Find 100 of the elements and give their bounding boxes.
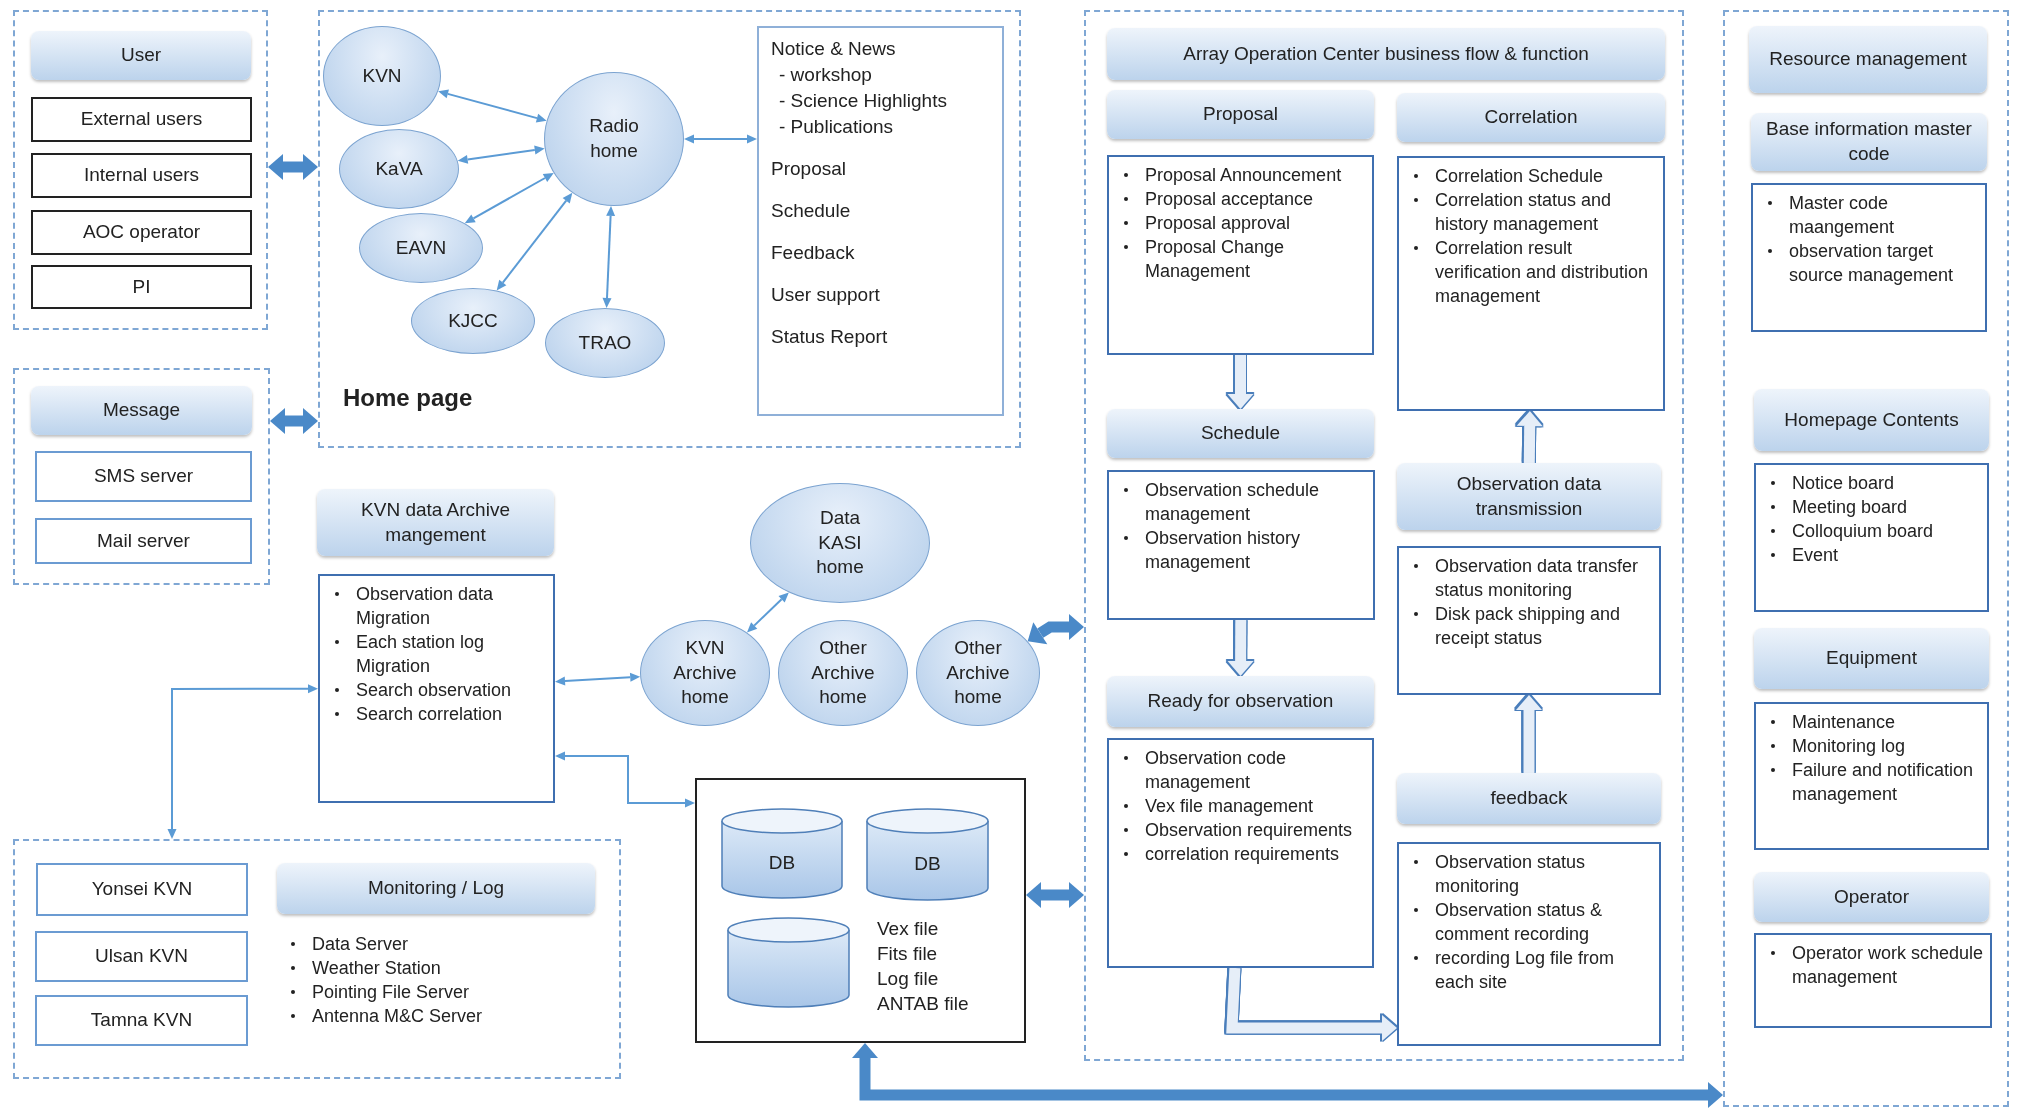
bullet-item: Failure and notification management	[1760, 758, 1981, 806]
dashed-group-box	[13, 368, 270, 585]
menu-item: Status Report	[771, 325, 889, 349]
menu-item: - workshop	[778, 63, 873, 87]
file-type-label: ANTAB file	[877, 992, 969, 1016]
header-label: Homepage Contents	[1784, 407, 1959, 432]
arrow	[438, 89, 547, 123]
list-box	[1397, 546, 1661, 695]
bullet-item: Proposal Change Management	[1113, 235, 1366, 283]
hollow-arrow	[1226, 967, 1397, 1041]
box-label: Tamna KVN	[90, 1008, 193, 1033]
ellipse-label: Data KASI home	[815, 505, 865, 580]
list-box	[1107, 155, 1374, 355]
header-label: Schedule	[1200, 421, 1281, 446]
bullet-item: Vex file management	[1113, 794, 1366, 818]
header-label: Monitoring / Log	[367, 876, 505, 901]
label-box	[35, 518, 252, 564]
section-header	[1107, 28, 1665, 80]
section-header	[1754, 628, 1989, 689]
header-label: Array Operation Center business flow & function	[1183, 41, 1589, 66]
menu-item: Proposal	[771, 157, 847, 181]
list-box	[1754, 463, 1989, 612]
label-box	[36, 863, 248, 916]
bullet-item: Notice board	[1760, 471, 1981, 495]
block-arrow	[268, 154, 318, 180]
bullet-item: Operator work schedule management	[1760, 941, 1984, 989]
file-type-label: Fits file	[877, 942, 939, 966]
database-cylinder	[866, 808, 989, 901]
list-box	[1754, 702, 1989, 850]
header-label: feedback	[1490, 786, 1568, 811]
list-box	[1107, 738, 1374, 968]
arrow	[555, 751, 695, 808]
ellipse-label: Other Archive home	[810, 635, 876, 710]
bullet-item: Observation history management	[1113, 526, 1367, 574]
bullet-item: observation target source management	[1757, 239, 1979, 287]
arrow	[747, 592, 789, 633]
list-box	[1754, 933, 1992, 1028]
list-box	[1107, 470, 1375, 620]
section-header	[1751, 113, 1987, 171]
bullet-item: Colloquium board	[1760, 519, 1981, 543]
header-label: Observation data transmission	[1455, 471, 1603, 521]
menu-item: User support	[771, 283, 881, 307]
group-title: Home page	[343, 384, 473, 412]
bullet-item: Correlation status and history management	[1403, 188, 1657, 236]
section-header	[1107, 409, 1374, 458]
dashed-group-box	[13, 839, 621, 1079]
menu-item: - Science Highlights	[778, 89, 948, 113]
storage-box	[695, 778, 1026, 1043]
header-label: User	[120, 43, 162, 68]
bullet-item: Observation data transfer status monitoring	[1403, 554, 1653, 602]
menu-item: - Publications	[778, 115, 895, 139]
dashed-group-box	[13, 10, 268, 330]
bullet-item: Observation data Migration	[324, 582, 547, 630]
bullet-item: Each station log Migration	[324, 630, 547, 678]
bullet-item: Observation status monitoring	[1403, 850, 1653, 898]
label-box	[31, 97, 252, 142]
arrow	[167, 684, 318, 839]
bullet-item: Antenna M&C Server	[280, 1004, 590, 1028]
section-header	[1107, 90, 1374, 139]
section-header	[31, 31, 251, 80]
bullet-item: recording Log file from each site	[1403, 946, 1653, 994]
box-label: Ulsan KVN	[95, 944, 188, 969]
database-cylinder	[721, 808, 843, 899]
box-label: PI	[132, 274, 151, 299]
bullet-item: Correlation result verification and distribution management	[1403, 236, 1657, 308]
menu-item: Notice & News	[771, 37, 897, 61]
box-label: Mail server	[97, 528, 190, 553]
dashed-group-box	[318, 10, 1021, 448]
hollow-arrow	[1516, 411, 1543, 464]
label-box	[35, 931, 248, 982]
list-box	[318, 574, 555, 803]
label-box	[35, 995, 248, 1046]
list-box	[1397, 156, 1665, 411]
label-box	[31, 265, 252, 309]
header-label: Operator	[1834, 884, 1909, 909]
section-header	[317, 489, 554, 556]
file-type-label: Log file	[877, 967, 940, 991]
bullet-item: Observation code management	[1113, 746, 1366, 794]
bullet-item: Search observation	[324, 678, 547, 702]
bullet-item: Correlation Schedule	[1403, 164, 1657, 188]
section-header	[1397, 773, 1661, 824]
section-header	[1754, 872, 1989, 922]
database-cylinder	[727, 917, 850, 1008]
hollow-arrow	[1227, 620, 1254, 676]
bullet-item: Maintenance	[1760, 710, 1981, 734]
list-box	[1397, 842, 1661, 1046]
box-label: Internal users	[83, 163, 200, 188]
list-box	[1751, 183, 1987, 332]
bullet-item: correlation requirements	[1113, 842, 1366, 866]
section-header	[1397, 463, 1661, 530]
header-label: Equipment	[1826, 646, 1917, 671]
block-arrow	[1026, 882, 1084, 908]
block-arrow	[852, 1043, 1723, 1108]
header-label: Resource management	[1769, 47, 1967, 72]
bullet-item: Monitoring log	[1760, 734, 1981, 758]
cylinder-label: DB	[914, 852, 941, 877]
label-box	[31, 153, 252, 198]
ellipse-label: KJCC	[448, 308, 498, 333]
header-label: Proposal	[1203, 102, 1278, 127]
hollow-arrow	[1227, 355, 1254, 409]
